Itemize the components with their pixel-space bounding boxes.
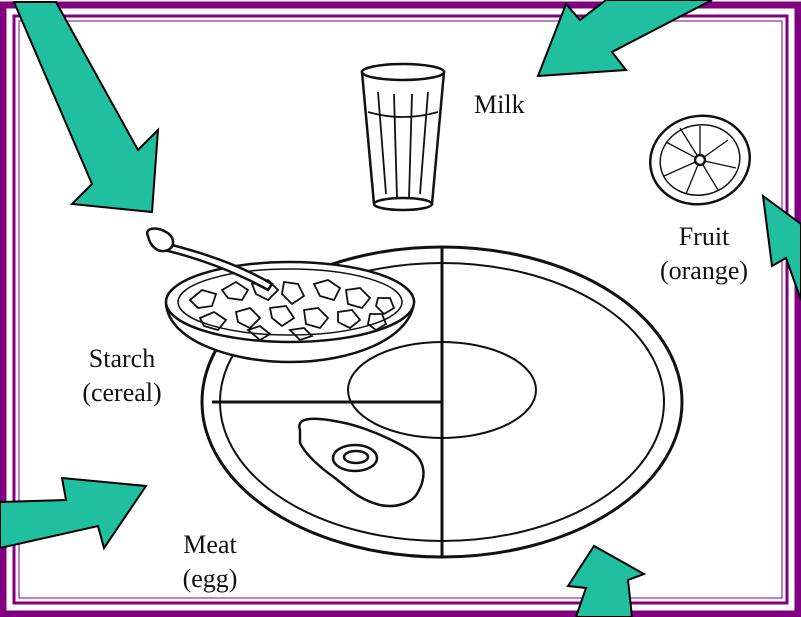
starch-detail-label: (cereal): [58, 378, 186, 408]
orange-half: [642, 107, 758, 214]
left-arrow: [0, 478, 146, 548]
bottom-arrow: [568, 546, 644, 617]
fruit-detail-label: (orange): [642, 256, 766, 286]
starch-label: Starch: [60, 344, 184, 374]
fruit-label: Fruit: [650, 222, 758, 252]
milk-label: Milk: [474, 90, 525, 120]
meat-label: Meat: [160, 530, 260, 560]
top-center-arrow: [538, 0, 712, 76]
milk-glass: [362, 64, 444, 210]
meat-detail-label: (egg): [160, 564, 260, 594]
top-left-arrow: [14, 2, 158, 212]
